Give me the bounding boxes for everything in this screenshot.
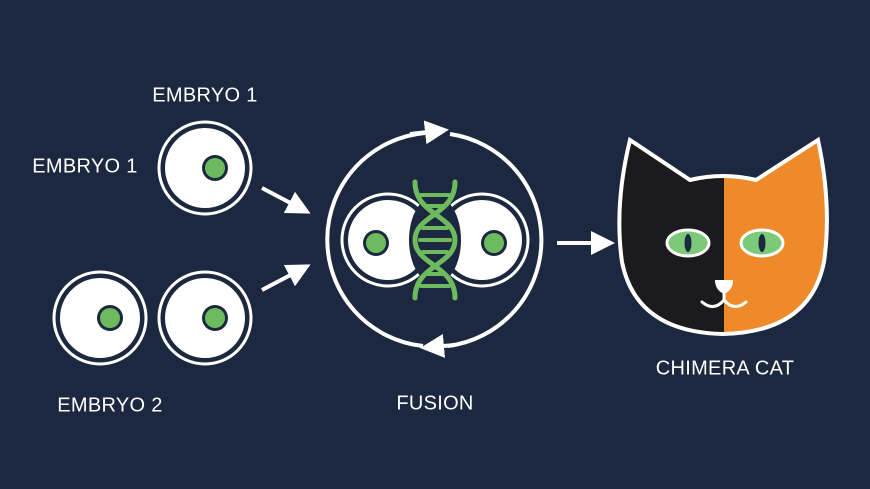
embryo-1-top-label: EMBRYO 1 (152, 84, 258, 107)
embryo-2-cell-right (157, 270, 253, 366)
cat-nose (715, 280, 733, 294)
chimera-cat-icon (617, 138, 829, 336)
fused-cells (340, 192, 530, 288)
cat-mouth (700, 291, 748, 308)
embryo-2-cell-left (52, 270, 148, 366)
arrow-embryo1-to-fusion (261, 186, 311, 214)
fusion-cycle-ring (325, 120, 544, 358)
embryo-1-cell (157, 120, 253, 216)
dna-helix-icon (412, 179, 458, 301)
chimera-cat-label: CHIMERA CAT (655, 357, 795, 380)
fusion-label: FUSION (396, 392, 474, 415)
embryo-1-left-label: EMBRYO 1 (32, 155, 138, 178)
embryo-2-label: EMBRYO 2 (57, 394, 163, 417)
arrow-embryo2-to-fusion (261, 264, 311, 292)
